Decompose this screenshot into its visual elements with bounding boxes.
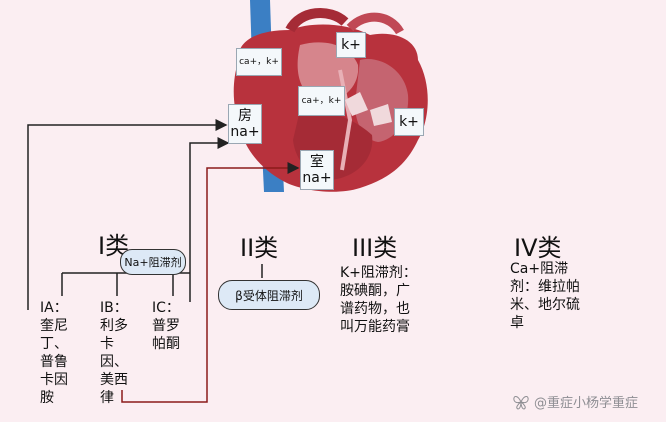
class1-ia-drugs: 奎尼 丁、 普鲁 卡因 胺 <box>40 318 68 406</box>
class1-ic-drugs: 普罗 帕酮 <box>152 318 180 352</box>
class1-ia-label: IA： <box>40 300 68 316</box>
heart-valve <box>370 104 392 126</box>
class3-description: K+阻滞剂： 胺碘酮，广 谱药物，也 叫万能药膏 <box>340 265 417 335</box>
class2-title: II类 <box>240 234 279 262</box>
butterfly-icon <box>513 395 529 410</box>
class3-title: III类 <box>352 234 398 262</box>
ion-box-ca-k-top: ca+，k+ <box>236 48 282 76</box>
pulmonary-artery <box>346 12 404 35</box>
class2-badge: β受体阻滞剂 <box>218 280 320 310</box>
watermark: @重症小杨学重症 <box>512 392 638 411</box>
arrow-ib-to-ventricle <box>121 162 300 403</box>
ion-box-ventricle-na: 室 na+ <box>300 150 334 190</box>
class4-title: IV类 <box>514 234 562 262</box>
watermark-text: @重症小杨学重症 <box>534 396 639 411</box>
class1-badge: Na+阻滞剂 <box>120 249 186 275</box>
ion-box-k-right: k+ <box>394 108 424 136</box>
class4-description: Ca+阻滞 剂：维拉帕 米、地尔硫 卓 <box>510 261 580 331</box>
arrow-class1-to-atrium <box>27 119 228 310</box>
heart-valve <box>345 92 368 116</box>
ion-box-ca-k-center: ca+，k+ <box>298 86 345 116</box>
aorta <box>285 7 349 33</box>
ion-box-k-top: k+ <box>336 32 366 58</box>
arrow-ic-to-ventricle <box>189 137 230 302</box>
class1-ib-label: IB： <box>100 300 128 316</box>
class1-ic-label: IC： <box>152 300 180 316</box>
class1-ib-drugs: 利多 卡 因、 美西 律 <box>100 318 128 406</box>
ion-box-atrium-na: 房 na+ <box>228 104 262 144</box>
